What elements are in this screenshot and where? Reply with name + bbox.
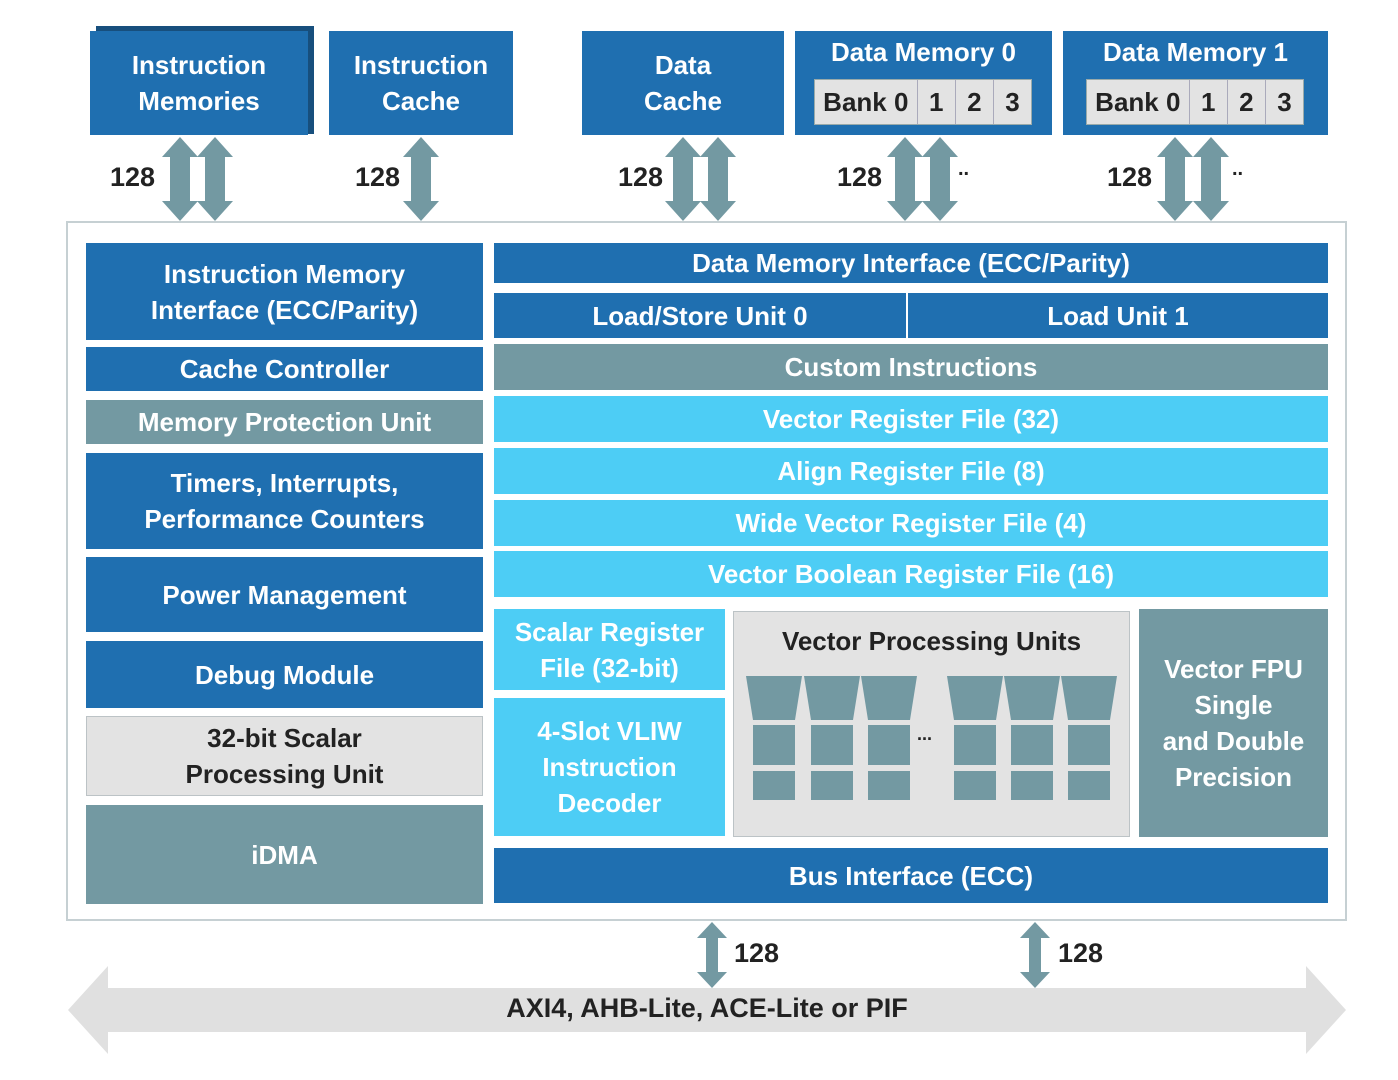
data-memory-interface: Data Memory Interface (ECC/Parity) <box>494 243 1328 283</box>
bank-3: 3 <box>1005 86 1020 117</box>
align-register-file: Align Register File (8) <box>494 448 1328 494</box>
vector-processing-units: Vector Processing Units ... <box>733 611 1130 837</box>
bidirectional-arrow-icon <box>1020 922 1050 988</box>
core-container <box>66 221 1347 921</box>
bus-port-width-label: 128 <box>734 938 780 968</box>
bank-1: 1 <box>1190 80 1228 124</box>
power-management: Power Management <box>86 557 483 632</box>
bank-2: 2 <box>1228 80 1266 124</box>
bus-label: AXI4, AHB-Lite, ACE-Lite or PIF <box>506 993 908 1023</box>
bus-port-width-label: 128 <box>1058 938 1104 968</box>
wide-vector-register-file: Wide Vector Register File (4) <box>494 500 1328 546</box>
ellipsis: .. <box>958 158 970 180</box>
bidirectional-arrow-icon <box>403 137 439 221</box>
scalar-register-file: Scalar Register File (32-bit) <box>494 609 725 690</box>
bidirectional-arrow-icon <box>1193 137 1229 221</box>
cache-controller: Cache Controller <box>86 347 483 391</box>
timers-interrupts-counters: Timers, Interrupts, Performance Counters <box>86 453 483 549</box>
width-label: 128 <box>1107 162 1153 192</box>
bank-1: 1 <box>918 80 956 124</box>
arrow-layer <box>162 137 1229 988</box>
vpu-title: Vector Processing Units <box>781 626 1082 656</box>
width-label: 128 <box>355 162 401 192</box>
width-label: 128 <box>110 162 156 192</box>
bidirectional-arrow-icon <box>887 137 923 221</box>
bidirectional-arrow-icon <box>697 922 727 988</box>
ellipsis: .. <box>1232 158 1244 180</box>
bidirectional-arrow-icon <box>665 137 701 221</box>
width-label: 128 <box>837 162 883 192</box>
bus-arrow-icon <box>68 966 1346 1054</box>
instruction-memories-block: Instruction Memories <box>90 31 308 135</box>
data-memory-0-block: Data Memory 0 Bank 0 1 2 3 <box>795 31 1052 135</box>
data-memory-1-title: Data Memory 1 <box>1103 37 1288 67</box>
bank-0: Bank 0 <box>815 80 918 124</box>
vector-fpu: Vector FPU Single and Double Precision <box>1139 609 1328 837</box>
debug-module: Debug Module <box>86 641 483 708</box>
bidirectional-arrow-icon <box>162 137 198 221</box>
memory-protection-unit: Memory Protection Unit <box>86 400 483 444</box>
bus-interface: Bus Interface (ECC) <box>494 848 1328 903</box>
bank-3: 3 <box>1277 86 1292 117</box>
data-cache-block: Data Cache <box>582 31 784 135</box>
load-unit-1: Load Unit 1 <box>908 293 1328 338</box>
data-memory-0-banks: Bank 0 1 2 3 <box>814 79 1032 125</box>
vliw-instruction-decoder: 4-Slot VLIW Instruction Decoder <box>494 698 725 836</box>
width-label: 128 <box>618 162 664 192</box>
load-store-unit-0: Load/Store Unit 0 <box>494 293 906 338</box>
custom-instructions: Custom Instructions <box>494 344 1328 390</box>
data-memory-0-title: Data Memory 0 <box>831 37 1016 67</box>
vector-boolean-register-file: Vector Boolean Register File (16) <box>494 551 1328 597</box>
bidirectional-arrow-icon <box>700 137 736 221</box>
bidirectional-arrow-icon <box>922 137 958 221</box>
vector-register-file: Vector Register File (32) <box>494 396 1328 442</box>
bidirectional-arrow-icon <box>197 137 233 221</box>
idma: iDMA <box>86 805 483 904</box>
data-memory-1-block: Data Memory 1 Bank 0 1 2 3 <box>1063 31 1328 135</box>
bank-2: 2 <box>956 80 994 124</box>
bidirectional-arrow-icon <box>1157 137 1193 221</box>
instruction-cache-block: Instruction Cache <box>329 31 513 135</box>
data-memory-1-banks: Bank 0 1 2 3 <box>1086 79 1304 125</box>
scalar-processing-unit: 32-bit Scalar Processing Unit <box>86 716 483 796</box>
instruction-memory-interface: Instruction Memory Interface (ECC/Parity… <box>86 243 483 340</box>
bank-0: Bank 0 <box>1087 80 1190 124</box>
vpu-ellipsis: ... <box>917 724 933 744</box>
